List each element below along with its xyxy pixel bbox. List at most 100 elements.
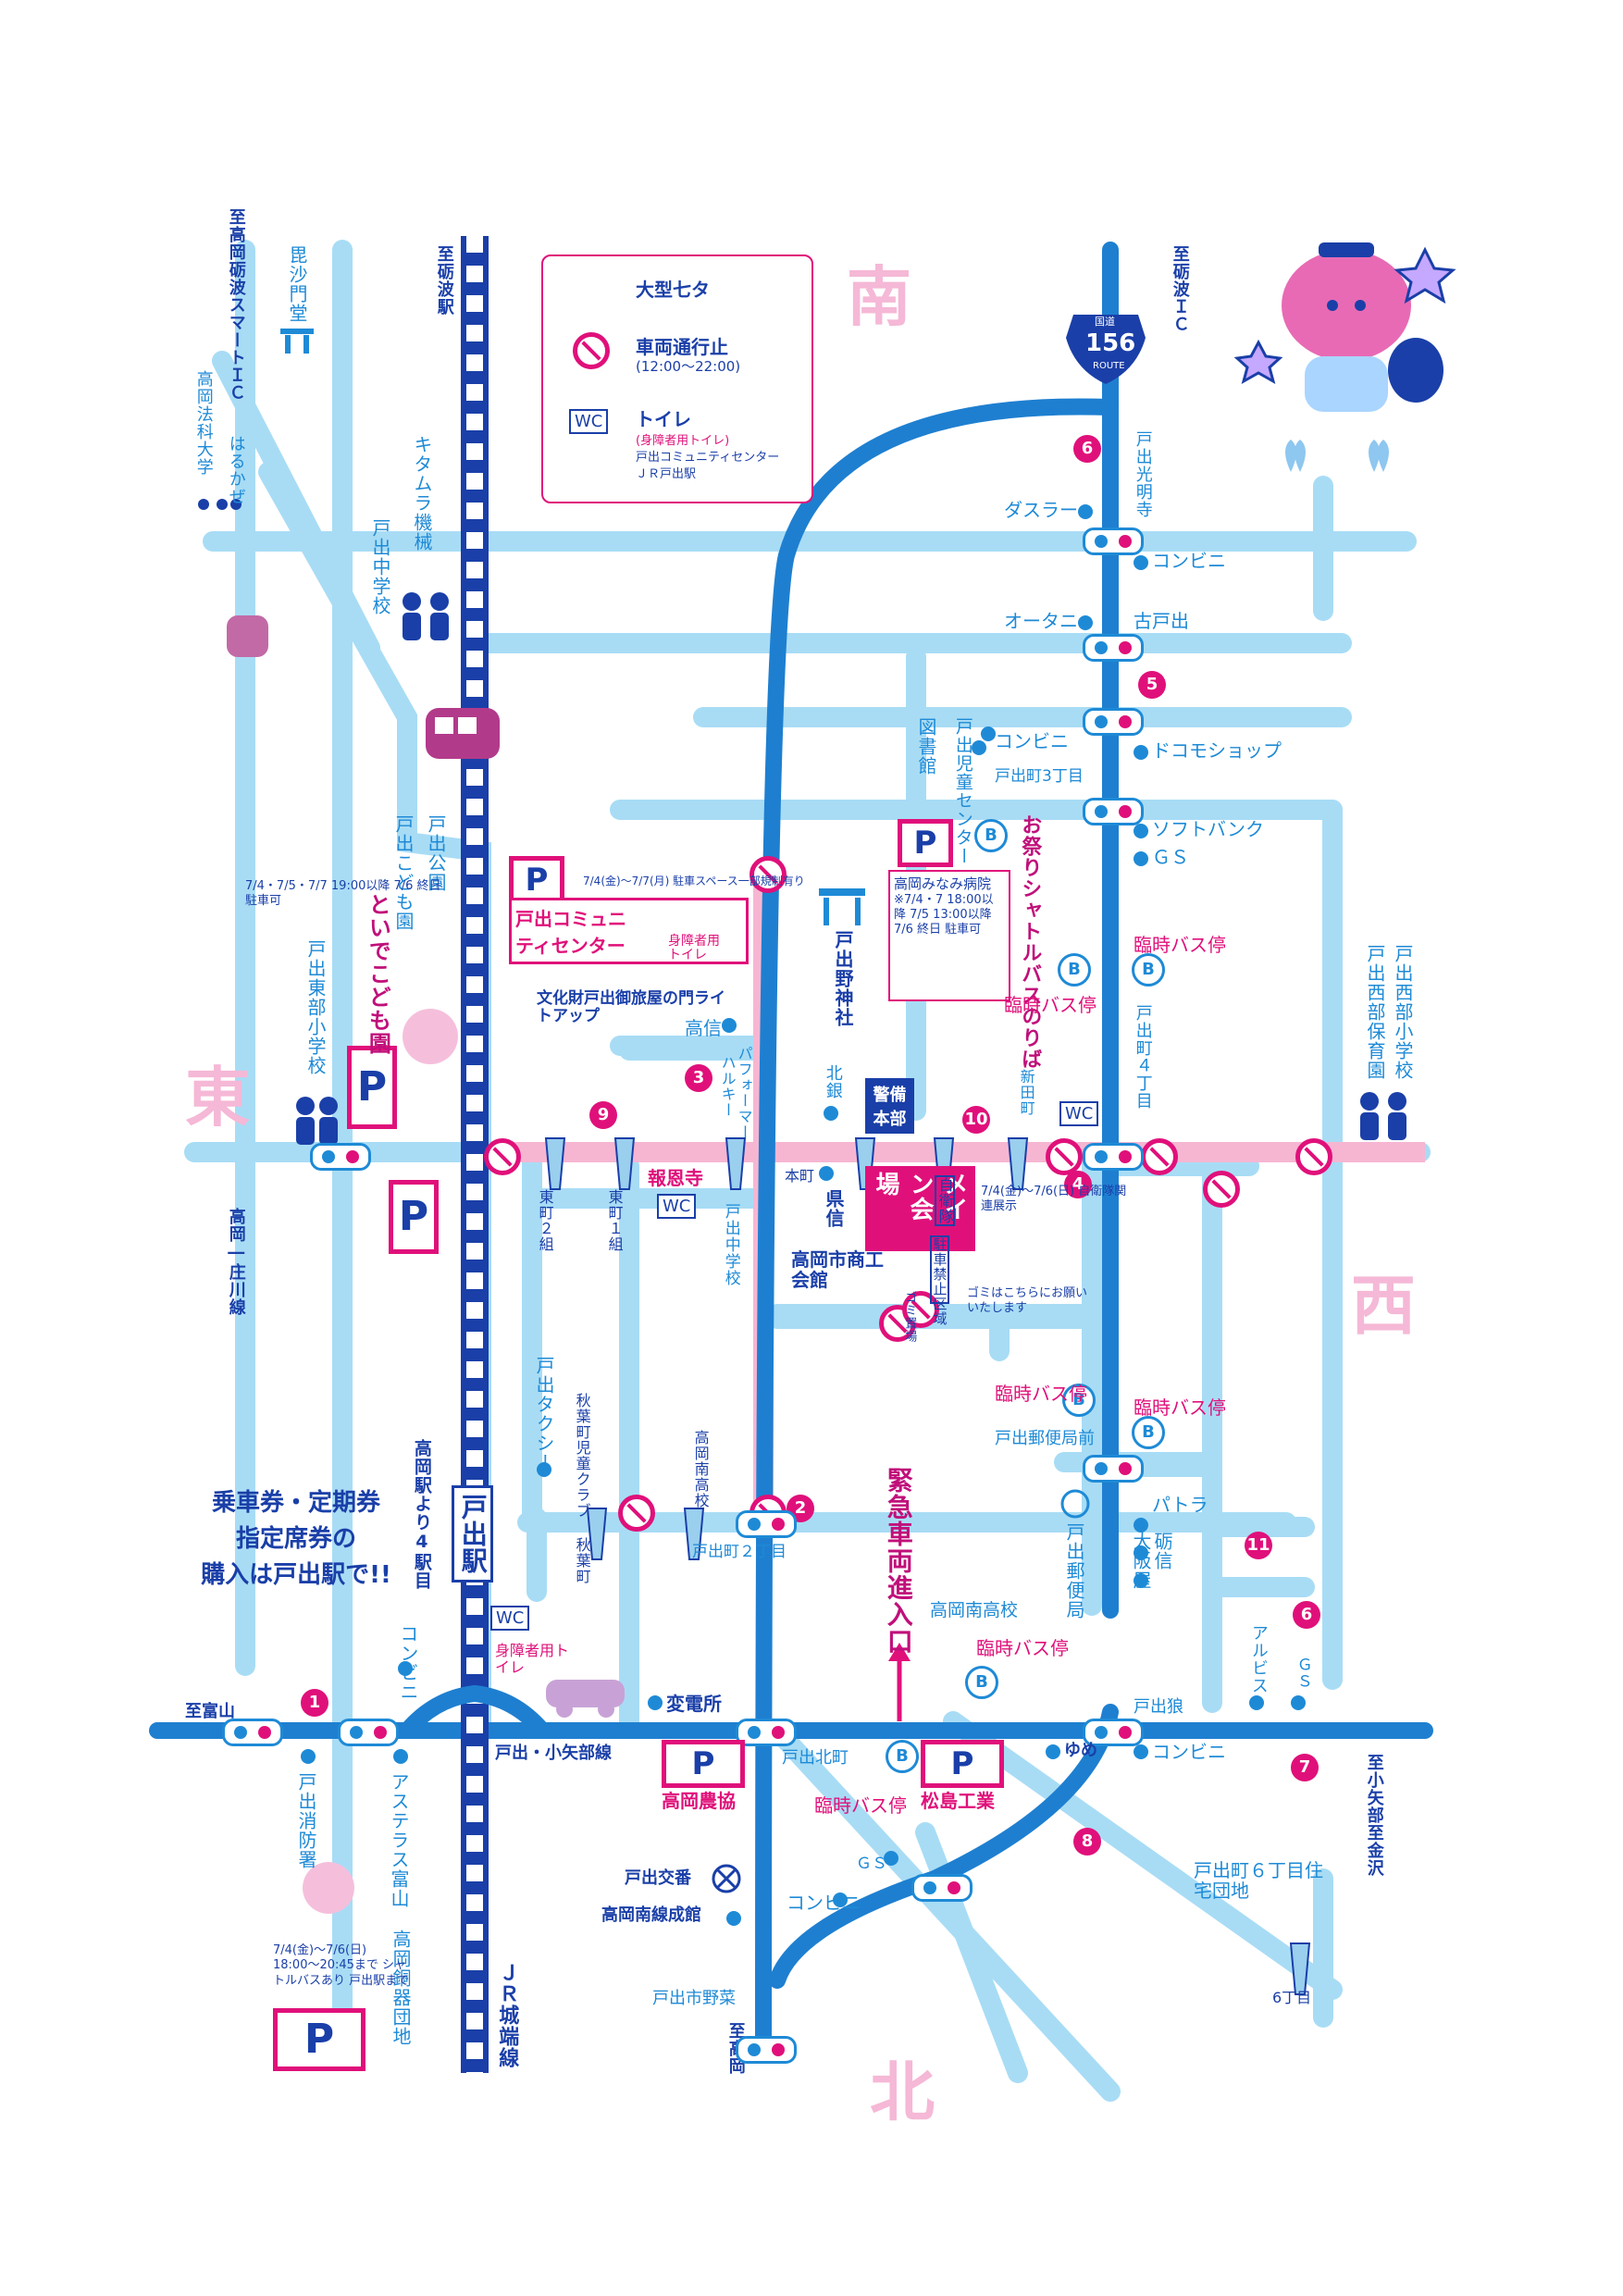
wc-station: WC	[490, 1606, 530, 1631]
poi-dot	[393, 1749, 408, 1764]
poi-dot	[884, 1851, 898, 1866]
label-nokyo: 高岡農協	[662, 1790, 736, 1812]
marker-9[interactable]: 9	[589, 1101, 617, 1129]
poi-dot	[1078, 504, 1093, 519]
bus-stop-icon: B	[1062, 1384, 1096, 1417]
label-takaoka-shogawa: 高岡―庄川線	[226, 1208, 246, 1316]
label-todechu: 戸出中学校	[369, 518, 391, 615]
label-toshokan: 図書館	[915, 717, 937, 776]
label-shogai-toilet: 身障者用トイレ	[668, 934, 720, 963]
poi-dot	[833, 1893, 848, 1907]
label-daslar: ダスラー	[1004, 499, 1078, 521]
label-henden: 変電所	[666, 1693, 722, 1715]
label-kinkyu: 緊急車両進入口	[883, 1467, 914, 1655]
label-jidocenter: 戸出児童センター	[952, 717, 973, 865]
label-yubinkyoku: 戸出郵便局	[1063, 1522, 1085, 1620]
poi-dot	[1134, 745, 1148, 760]
label-otani: オータニ	[1004, 610, 1078, 632]
legend-closure: 車両通行止	[636, 336, 728, 358]
traffic-signal	[1083, 708, 1144, 736]
label-akiba: 秋葉町児童クラブ 秋葉町	[573, 1393, 591, 1584]
traffic-signal	[1083, 1143, 1144, 1171]
label-west-hoikuen: 戸出西部保育園	[1364, 944, 1386, 1080]
label-rinji-bus-1: 臨時バス停	[1134, 934, 1226, 956]
label-toide-kodomo: といでこども園	[365, 893, 391, 1055]
dest-top-left: 至高岡砺波スマートＩＣ	[226, 208, 246, 402]
poi-dot	[722, 1018, 737, 1033]
label-west-sho: 戸出西部小学校	[1392, 944, 1414, 1080]
label-keibi: 警備本部	[865, 1078, 914, 1134]
direction-west: 西	[1351, 1268, 1416, 1344]
label-todejinja: 戸出野神社	[832, 930, 854, 1027]
marker-11[interactable]: 11	[1245, 1532, 1272, 1559]
ticket-line-3: 購入は戸出駅で!!	[201, 1561, 391, 1589]
bus-stop-icon: B	[886, 1740, 919, 1773]
bus-stop-icon: B	[1132, 953, 1165, 987]
traffic-signal	[1083, 1455, 1144, 1483]
traffic-signal	[911, 1874, 973, 1902]
emergency-arrow	[888, 1643, 911, 1721]
label-harukaze: はるかぜ	[226, 435, 246, 505]
bishamondo-icon	[280, 329, 314, 354]
marker-5[interactable]: 5	[1138, 671, 1166, 699]
bus-stop-icon: B	[1132, 1416, 1165, 1449]
label-rinji-bus-2: 臨時バス停	[1004, 994, 1096, 1016]
parking-east[interactable]: P	[389, 1180, 439, 1254]
legend-tanabata: 大型七タ	[636, 279, 710, 301]
label-shindencho: 新田町	[1017, 1069, 1035, 1116]
label-todecho2: 戸出町２丁目	[692, 1543, 787, 1561]
legend-closure-time: (12:00〜22:00)	[636, 358, 741, 375]
parking-south[interactable]: P	[273, 2008, 365, 2071]
poi-dot	[1291, 1695, 1306, 1710]
label-konbini-5: コンビニ	[787, 1892, 861, 1914]
shrine-icon	[819, 888, 865, 925]
label-gs-2: ＧＳ	[1293, 1657, 1312, 1690]
marker-10[interactable]: 10	[962, 1106, 990, 1134]
marker-1[interactable]: 1	[301, 1689, 328, 1717]
marker-8[interactable]: 8	[1073, 1828, 1101, 1855]
label-main-venue[interactable]: メイン会場	[865, 1166, 975, 1251]
marker-3[interactable]: 3	[685, 1064, 712, 1092]
label-gs-1: ＧＳ	[1152, 846, 1189, 868]
no-entry-sign	[1141, 1138, 1178, 1175]
legend-toilet-loc2: ＪＲ戸出駅	[636, 467, 697, 481]
label-konbini-4: コンビニ	[1152, 1741, 1226, 1763]
traffic-signal	[222, 1719, 283, 1746]
tulip-icons	[1285, 440, 1389, 472]
label-shokokai: 高岡市商工会館	[791, 1248, 884, 1291]
label-minami-hs2: 高岡南高校	[930, 1600, 1019, 1620]
label-minami-hosp: 高岡みなみ病院 ※7/4・7 18:00以降 7/5 13:00以降 7/6 終…	[888, 870, 1010, 1001]
label-rinji-bus-4: 臨時バス停	[1134, 1396, 1226, 1419]
label-matsushima: 松島工業	[921, 1790, 995, 1812]
legend: 大型七タ 車両通行止 (12:00〜22:00) WC トイレ (身障者用トイレ…	[541, 254, 813, 503]
car-icon-pink	[227, 615, 268, 657]
marker-6-top[interactable]: 6	[1073, 435, 1101, 463]
parking-minami-hospital[interactable]: P	[898, 819, 953, 867]
label-east-sho: 戸出東部小学校	[304, 939, 327, 1075]
poi-dot	[972, 740, 986, 755]
label-hosei: 高岡法科大学	[193, 370, 214, 476]
poi-dot	[824, 1106, 838, 1121]
people-icons	[198, 499, 1406, 1145]
label-gomi-note: ゴミはこちらにお願いいたします	[967, 1286, 1088, 1316]
ticket-line-2: 指定席券の	[235, 1525, 356, 1553]
marker-4[interactable]: 4	[1064, 1171, 1092, 1198]
label-community-note: 7/4(金)〜7/7(月) 駐車スペース一部規制有り	[583, 875, 805, 887]
parking-east-school[interactable]: P	[347, 1046, 397, 1129]
train-icon	[426, 708, 500, 759]
label-bunkazai: 文化財戸出御旅屋の門ライトアップ	[537, 989, 725, 1025]
marker-6-bottom[interactable]: 6	[1293, 1601, 1320, 1629]
no-entry-sign	[902, 1291, 939, 1328]
label-yubinkyoku-mae: 戸出郵便局前	[995, 1429, 1095, 1448]
marker-7[interactable]: 7	[1291, 1754, 1319, 1781]
poi-dot	[1134, 824, 1148, 838]
label-patra: パトラ	[1152, 1494, 1208, 1516]
label-todecho6: 戸出町６丁目住宅団地	[1194, 1859, 1323, 1902]
label-higashi1: 東町１組	[605, 1189, 624, 1252]
bus-stop-icon: B	[965, 1666, 998, 1699]
parking-nokyo[interactable]: P	[662, 1740, 745, 1788]
parking-matsushima[interactable]: P	[921, 1740, 1004, 1788]
traffic-signal	[1083, 634, 1144, 662]
no-entry-sign	[750, 856, 787, 893]
label-todecho3: 戸出町3丁目	[995, 767, 1084, 786]
